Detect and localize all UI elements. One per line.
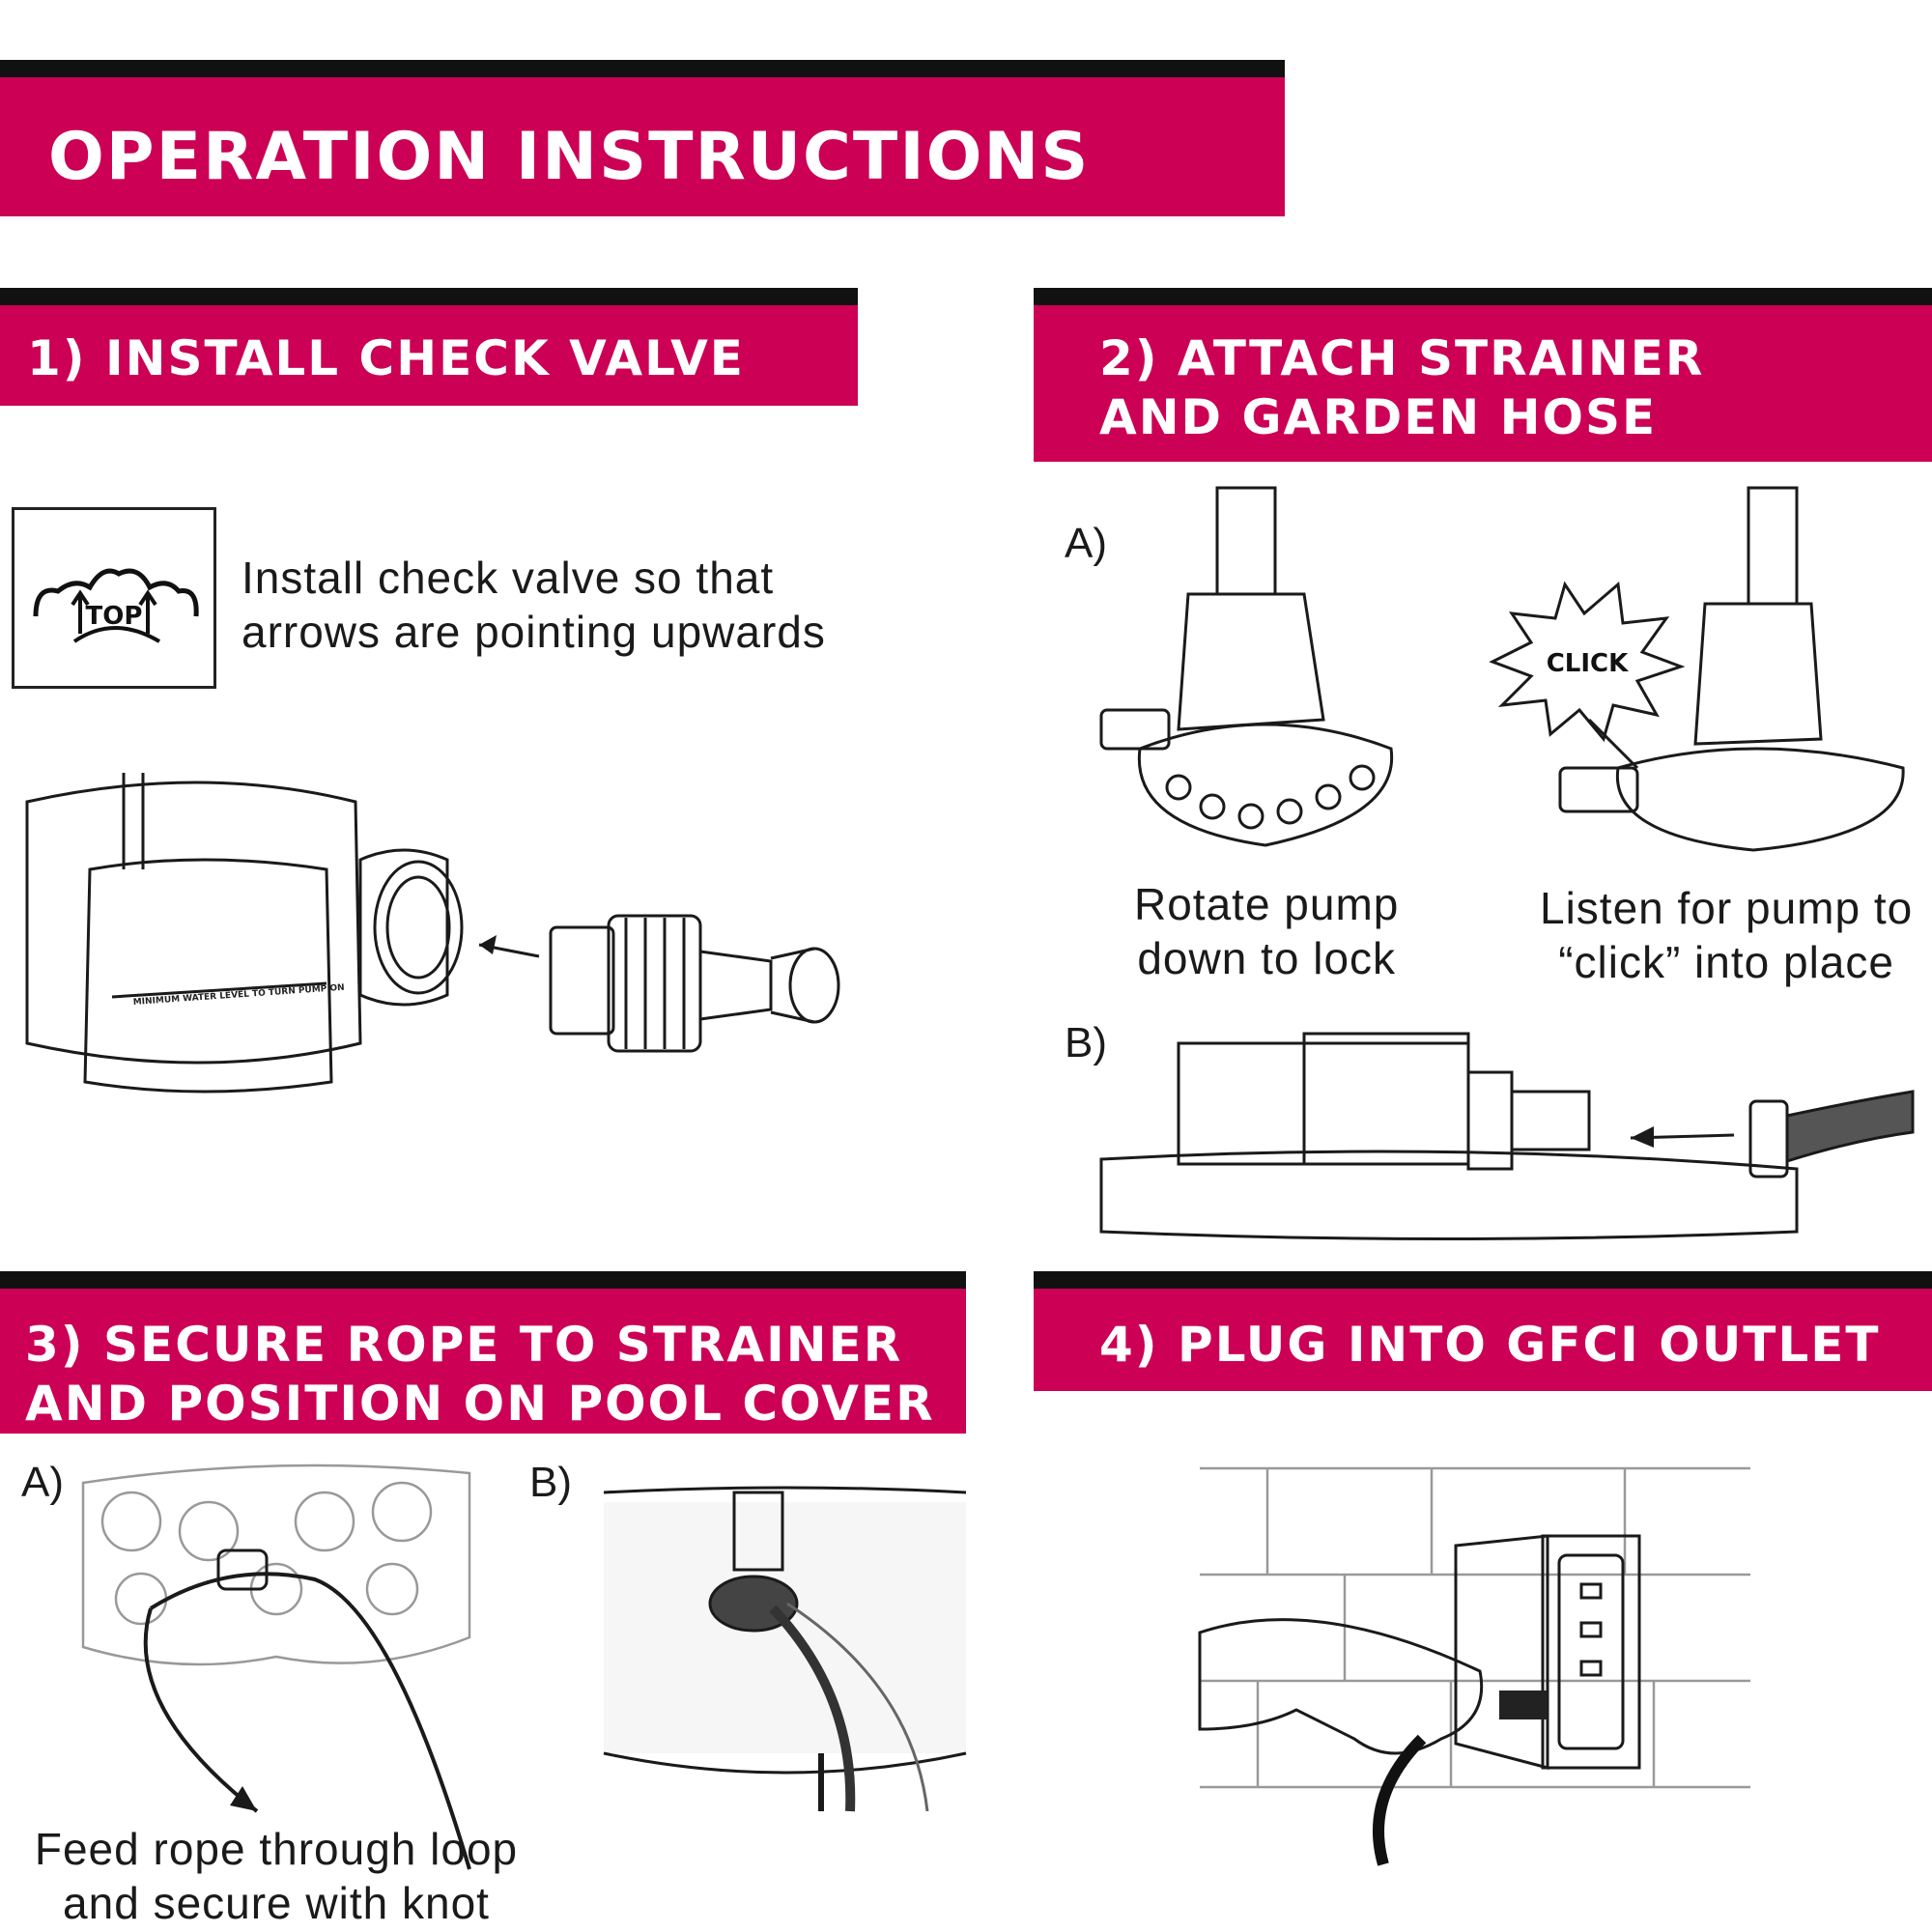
- page-title: OPERATION INSTRUCTIONS: [48, 119, 1091, 195]
- top-arrow-icon-box: TOP: [12, 507, 216, 689]
- step-3-title: 3) SECURE ROPE TO STRAINER AND POSITION …: [25, 1317, 935, 1432]
- step-2a-caption-right: Listen for pump to “click” into place: [1540, 883, 1914, 987]
- step-3-header: 3) SECURE ROPE TO STRAINER AND POSITION …: [0, 1271, 966, 1434]
- pump-check-valve-illustration: MINIMUM WATER LEVEL TO TURN PUMP ON: [25, 773, 840, 1094]
- pump-rotate-illustration: [1099, 486, 1394, 847]
- main-header-banner: OPERATION INSTRUCTIONS: [0, 60, 1285, 216]
- pool-cover-illustration: [603, 1486, 967, 1812]
- step-2a-caption-left: Rotate pump down to lock: [1134, 879, 1400, 983]
- step-2-label-a: A): [1065, 520, 1107, 567]
- top-arrow-icon: TOP: [33, 568, 199, 643]
- step-1-header: 1) INSTALL CHECK VALVE: [0, 288, 858, 406]
- step-3-caption: Feed rope through loop and secure with k…: [34, 1824, 519, 1928]
- hose-attach-illustration: [1099, 1032, 1915, 1240]
- step-1-caption: Install check valve so that arrows are p…: [242, 553, 826, 657]
- step-2-header: 2) ATTACH STRAINER AND GARDEN HOSE: [1034, 288, 1932, 462]
- step-2-title: 2) ATTACH STRAINER AND GARDEN HOSE: [1099, 330, 1705, 445]
- pump-click-illustration: CLICK: [1489, 486, 1905, 852]
- step-3-label-b: B): [529, 1459, 572, 1506]
- svg-text:TOP: TOP: [86, 602, 143, 631]
- svg-text:MINIMUM WATER LEVEL TO TURN PU: MINIMUM WATER LEVEL TO TURN PUMP ON: [133, 983, 345, 1008]
- step-3-label-a: A): [21, 1459, 64, 1506]
- gfci-outlet-illustration: [1198, 1466, 1750, 1866]
- svg-text:CLICK: CLICK: [1547, 649, 1629, 678]
- step-4-header: 4) PLUG INTO GFCI OUTLET: [1034, 1271, 1932, 1391]
- rope-knot-illustration: [81, 1463, 471, 1870]
- step-4-title: 4) PLUG INTO GFCI OUTLET: [1099, 1317, 1881, 1373]
- step-2-label-b: B): [1065, 1019, 1107, 1066]
- step-1-title: 1) INSTALL CHECK VALVE: [27, 330, 745, 386]
